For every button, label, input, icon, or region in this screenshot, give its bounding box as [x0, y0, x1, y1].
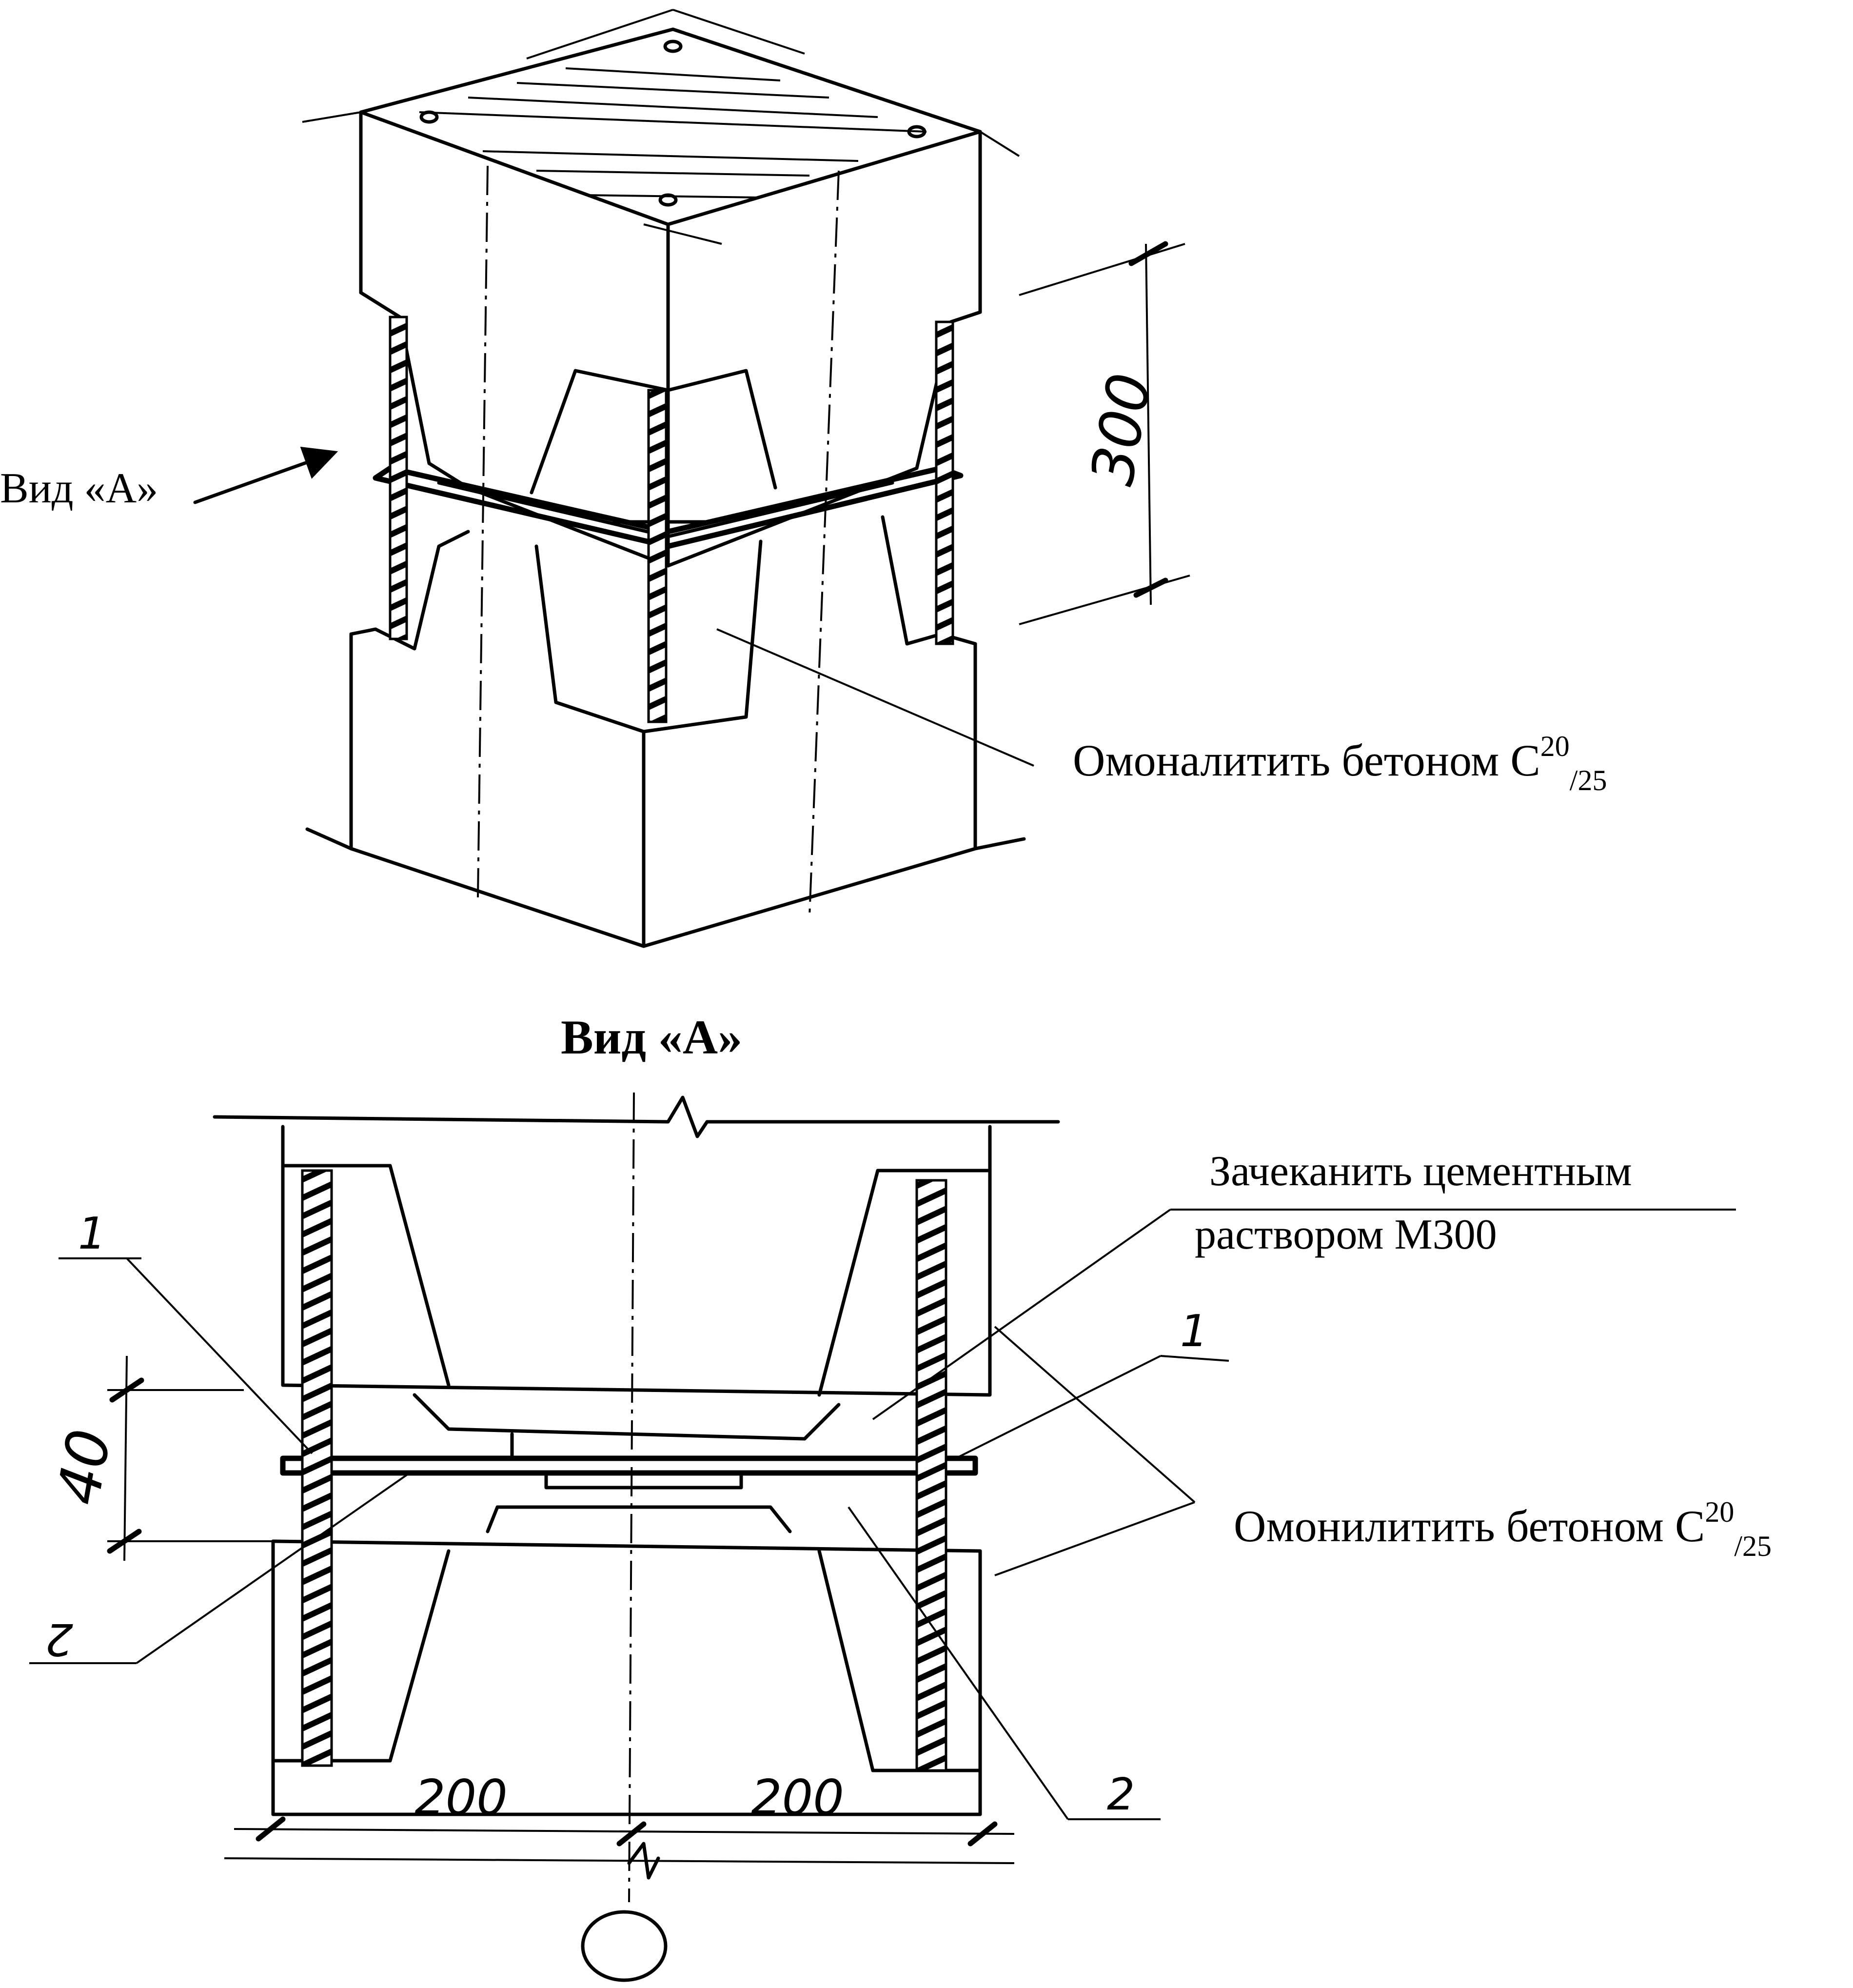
mortar-note: Зачеканить цементным раствором М300	[872, 1148, 1736, 1420]
concrete-note-top-text: Омоналитить бетоном С	[1073, 736, 1540, 785]
view-a-label: Вид «А»	[0, 465, 158, 512]
rebar-center	[647, 389, 668, 723]
concrete-note-top-sub: /25	[1570, 764, 1607, 796]
concrete-note-top-sup: 20	[1540, 730, 1570, 762]
svg-text:1: 1	[1180, 1306, 1208, 1357]
concrete-note-section: Омонилитить бетоном С20/25	[994, 1326, 1772, 1576]
dimension-40-label: 40	[45, 1425, 124, 1510]
concrete-note-section-text: Омонилитить бетоном С	[1234, 1501, 1705, 1551]
top-face-bolt-holes	[419, 40, 926, 207]
dimension-left-label: 200	[414, 1769, 508, 1826]
rebar-left	[389, 316, 408, 640]
view-a-pointer: Вид «А»	[0, 446, 338, 512]
svg-text:Омонилитить бетоном С20/25: Омонилитить бетоном С20/25	[1234, 1496, 1772, 1562]
svg-text:2: 2	[1107, 1769, 1135, 1820]
dimension-40: 40	[45, 1355, 273, 1561]
axis-marker-circle	[581, 1910, 668, 1982]
section-rebar-right	[915, 1179, 947, 1772]
concrete-note-top: Омоналитить бетоном С20/25	[716, 628, 1607, 796]
section-plate-lower	[544, 1471, 743, 1490]
section-title: Вид «А»	[561, 1010, 742, 1064]
svg-text:Омоналитить бетоном С20/25: Омоналитить бетоном С20/25	[1073, 730, 1607, 796]
mortar-note-line2: раствором М300	[1195, 1211, 1497, 1258]
dimension-right-label: 200	[751, 1769, 844, 1826]
mortar-note-line1: Зачеканить цементным	[1209, 1148, 1632, 1195]
section-lower-column	[271, 1539, 982, 1816]
callout-2-left: 2	[29, 1472, 411, 1665]
section-view: 40 200 200 1 2 1	[29, 1092, 1772, 1982]
svg-text:1: 1	[78, 1208, 106, 1259]
dimension-300-label: 300	[1079, 368, 1165, 490]
section-plate-upper	[280, 1455, 978, 1476]
dimension-300: 300	[1019, 241, 1190, 625]
section-upper-column	[281, 1125, 992, 1397]
dimension-bottom: 200 200	[224, 1769, 1015, 1880]
rebar-right	[935, 320, 954, 645]
section-rebar-left	[301, 1169, 333, 1767]
callout-1-left: 1	[59, 1208, 313, 1454]
callout-1-right: 1	[955, 1306, 1229, 1459]
concrete-note-section-sub: /25	[1734, 1530, 1772, 1562]
lower-column-left-face	[349, 632, 646, 948]
top-face-hatching	[302, 9, 1020, 245]
svg-text:2: 2	[45, 1613, 73, 1665]
callout-2-right: 2	[848, 1506, 1161, 1820]
concrete-note-section-sup: 20	[1705, 1496, 1734, 1528]
isometric-view: 300 Вид «А» Омоналитить бетоном С20/25	[0, 9, 1607, 948]
